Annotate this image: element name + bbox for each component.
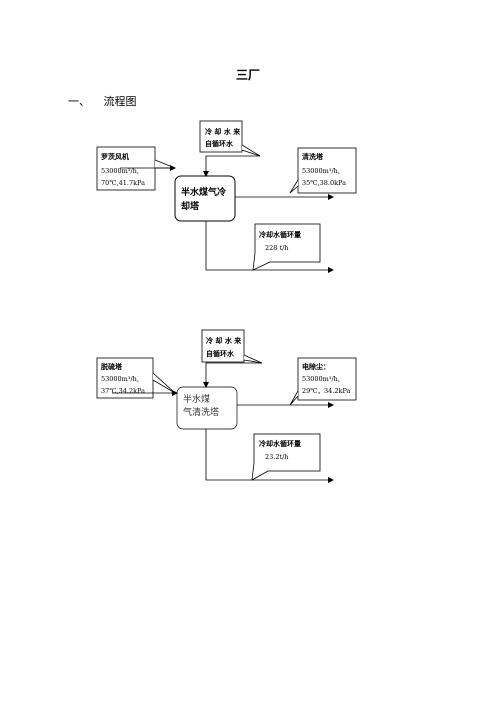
inlet-name: 罗茨风机 [101, 152, 129, 161]
outlet-flow: 53000m³/h, [302, 167, 340, 175]
cooling-return-callout: 冷却水循环量 228 t/h [252, 223, 321, 271]
outlet-callout: 电除尘： 53000m³/h, 29℃，34.2kPa [289, 357, 357, 406]
cooling-return-name: 冷却水循环量 [259, 230, 301, 239]
outlet-name: 电除尘： [302, 362, 330, 371]
outlet-name: 清洗塔 [302, 152, 324, 161]
outlet-flow: 53000m³/h, [302, 375, 340, 383]
inlet-callout: 罗茨风机 53000m³/h, 70℃,41.7kPa [96, 146, 176, 191]
cooling-water-out-line [205, 221, 334, 273]
inlet-flow: 53000m³/h, [101, 375, 139, 383]
cooling-return-value: 23.2t/h [265, 453, 288, 461]
cooling-source-callout: 冷 却 水 来 自循环水 [201, 329, 263, 364]
cooling-source-line1: 冷 却 水 来 [206, 336, 242, 345]
flow-lines [120, 155, 334, 273]
cooling-return-name: 冷却水循环量 [259, 439, 301, 448]
cooling-source-line2: 自循环水 [205, 139, 234, 148]
cooling-water-out-line [205, 429, 334, 483]
tower-line2: 却塔 [181, 200, 200, 212]
tower-line2: 气清洗塔 [183, 406, 219, 418]
diagram-2: 冷 却 水 来 自循环水 脱硫塔 53000m³/h, 37℃,34.2kPa … [96, 329, 357, 483]
cooling-water-in-line [203, 362, 262, 388]
section-number: 一、 [68, 95, 90, 108]
flow-lines [112, 362, 334, 483]
cooling-source-line2: 自循环水 [206, 349, 235, 358]
washing-tower: 半水煤 气清洗塔 [176, 386, 238, 430]
tower-line1: 半水煤 [183, 393, 210, 405]
cooling-water-in-line [203, 155, 260, 177]
inlet-flow: 53000m³/h, [101, 167, 139, 175]
outlet-conditions: 35℃,38.0kPa [302, 179, 346, 187]
outlet-conditions: 29℃，34.2kPa [302, 387, 351, 395]
cooling-return-value: 228 t/h [265, 244, 288, 252]
outlet-callout: 清洗塔 53000m³/h, 35℃,38.0kPa [289, 147, 357, 194]
inlet-conditions: 70℃,41.7kPa [101, 179, 145, 187]
cooling-return-callout: 冷却水循环量 23.2t/h [251, 433, 321, 481]
section-heading: 一、 流程图 [68, 93, 137, 109]
section-title: 流程图 [103, 95, 137, 108]
page-title: 三厂 [235, 68, 260, 82]
cooling-source-callout: 冷 却 水 来 自循环水 [199, 120, 261, 157]
cooling-source-line1: 冷 却 水 来 [205, 127, 241, 136]
inlet-conditions: 37℃,34.2kPa [101, 387, 145, 395]
tower-line1: 半水煤气冷 [181, 186, 226, 198]
inlet-callout: 脱硫塔 53000m³/h, 37℃,34.2kPa [96, 357, 176, 399]
diagram-1: 冷 却 水 来 自循环水 罗茨风机 53000m³/h, 70℃,41.7kPa… [96, 120, 357, 273]
inlet-name: 脱硫塔 [101, 362, 123, 371]
cooling-tower: 半水煤气冷 却塔 [174, 175, 236, 222]
